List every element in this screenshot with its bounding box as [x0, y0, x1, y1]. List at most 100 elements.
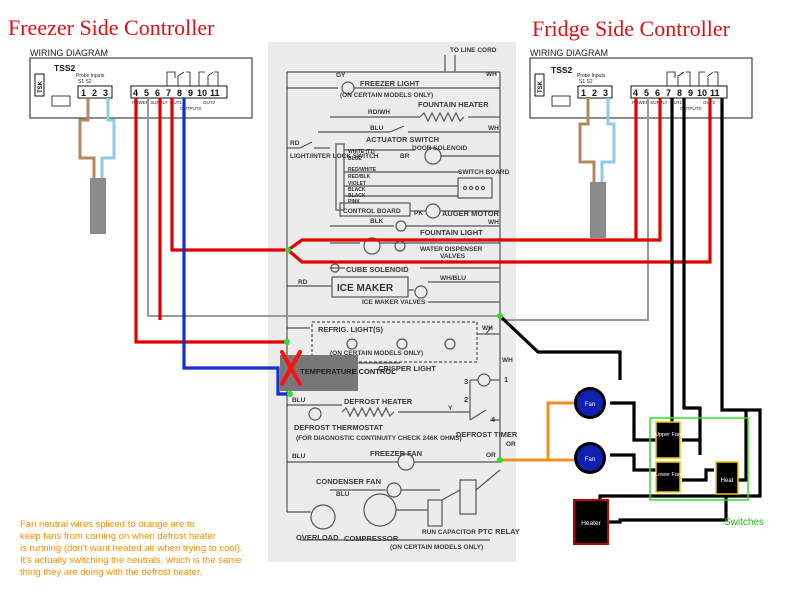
light-interlock-label: LIGHT/INTER LOCK SWITCH [290, 153, 379, 160]
fan-neutral-note: Fan neutral wires spliced to orange are … [20, 519, 243, 578]
fridge-probe [578, 98, 616, 238]
defrost-thermostat-label: DEFROST THERMOSTAT [294, 423, 383, 432]
orange-wires [500, 401, 574, 462]
freezer-light-note: (ON CERTAIN MODELS ONLY) [340, 92, 433, 99]
brand-logo: TSK [38, 80, 44, 93]
temperature-control-label: TEMPERATURE CONTROL [300, 367, 396, 376]
upper-fan-switch-label: Upper Fan [655, 432, 681, 438]
wire-code-wh-4: WH [482, 325, 493, 332]
probe-inputs-label: Probe Inputs [76, 73, 105, 79]
lower-fan-switch-label: Lower Fan [655, 472, 681, 478]
refrig-lights-note: (ON CERTAIN MODELS ONLY) [330, 350, 423, 357]
wire-code-wh-1: WH [486, 71, 497, 78]
probe-inputs-label: Probe Inputs [577, 73, 606, 79]
pin-8: 8 [177, 88, 182, 98]
black-wires [498, 98, 762, 524]
wire-code-or-2: OR [506, 441, 516, 448]
actuator-switch-label: ACTUATOR SWITCH [366, 135, 439, 144]
switches-enclosure [649, 417, 749, 501]
wire-code-pk: PK [414, 210, 423, 217]
heater: Heater [573, 499, 609, 545]
wire-code-blk-1: BLK [370, 218, 384, 225]
timer-pin-2: 2 [464, 395, 468, 404]
power-supply-label: POWER SUPPLY [132, 100, 168, 105]
fridge-controller-title: Fridge Side Controller [532, 16, 731, 41]
junction-dot [497, 457, 503, 463]
note-line-5: thing they are doing with the defrost he… [20, 567, 202, 578]
heater-label: Heater [581, 520, 601, 527]
wire-code-rd-1: RD [290, 140, 300, 147]
board-wire-4: RED/BLK [348, 174, 371, 180]
note-line-3: is running (don't want heated air when t… [20, 543, 243, 554]
red-wires [134, 98, 712, 344]
probe-pins-label: S1 S2 [579, 79, 593, 85]
wire-code-y: Y [448, 405, 453, 412]
refrig-lights-label: REFRIG. LIGHT(S) [318, 325, 383, 334]
removed-temperature-control-x [280, 350, 302, 386]
pin-8: 8 [677, 88, 682, 98]
freezer-controller: WIRING DIAGRAM TSS2 Probe Inputs S1 S2 T… [29, 48, 253, 119]
wire-code-blu-1: BLU [370, 125, 384, 132]
lower-fan-switch: Lower Fan [655, 461, 681, 493]
gray-neutral-wire [147, 98, 649, 321]
switches-label: Switches [724, 517, 764, 528]
switch-board-label: SWITCH BOARD [458, 169, 510, 176]
board-wire-5: VIOLET [348, 181, 366, 187]
line-cord-label: TO LINE CORD [450, 47, 497, 54]
junction-dot [287, 391, 293, 397]
compressor-note: (ON CERTAIN MODELS ONLY) [390, 544, 483, 551]
wire-code-wh-2: WH [488, 125, 499, 132]
junction-dot [284, 339, 290, 345]
pin-7: 7 [166, 88, 171, 98]
junction-dot [285, 247, 291, 253]
condenser-fan-label: CONDENSER FAN [316, 477, 381, 486]
wire-code-wh-5: WH [502, 357, 513, 364]
timer-pin-3: 3 [464, 377, 468, 386]
upper-fan-switch: Upper Fan [655, 421, 681, 459]
pin-11: 11 [710, 88, 720, 98]
fridge-controller: WIRING DIAGRAM TSS2 Probe Inputs S1 S2 T… [529, 48, 753, 119]
controller-model: TSS2 [551, 65, 573, 75]
note-line-2: keep fans from coming on when defrost he… [20, 531, 216, 542]
upper-fan: Fan [574, 387, 606, 419]
timer-pin-1: 1 [504, 375, 508, 384]
door-solenoid-label: DOOR SOLENOID [412, 145, 468, 152]
timer-pin-4: 4 [491, 415, 496, 424]
wire-code-blu-4: BLU [336, 491, 350, 498]
pin-3: 3 [103, 88, 108, 98]
pin-7: 7 [666, 88, 671, 98]
board-wire-3: RED/WHITE [348, 167, 377, 173]
outputs-label: OUTPUTS [180, 106, 202, 111]
ice-maker-label: ICE MAKER [337, 283, 394, 294]
wiring-diagram-label: WIRING DIAGRAM [30, 48, 108, 58]
wire-code-whblu: WH/BLU [440, 275, 466, 282]
wire-junctions [284, 247, 503, 463]
refrigerator-schematic: TEMPERATURE CONTROL TO LINE CORD FREEZER… [268, 42, 520, 562]
outputs-label: OUTPUTS [680, 106, 702, 111]
board-wire-1: WHITE (T1) [348, 149, 375, 155]
out2-label: OUT2 [203, 100, 215, 105]
out1-label: OUT1 [170, 100, 182, 105]
wire-code-br: BR [400, 153, 410, 160]
pin-1: 1 [581, 88, 586, 98]
out1-label: OUT1 [670, 100, 682, 105]
freezer-controller-title: Freezer Side Controller [8, 15, 215, 40]
wire-code-gy: GY [336, 72, 346, 79]
wire-code-blu-2: BLU [292, 397, 306, 404]
defrost-heater-label: DEFROST HEATER [344, 397, 413, 406]
probe-pins-label: S1 S2 [78, 79, 92, 85]
junction-dot [497, 313, 503, 319]
pin-11: 11 [210, 88, 220, 98]
fountain-heater-label: FOUNTAIN HEATER [418, 100, 489, 109]
wire-code-rd-2: RD [298, 279, 308, 286]
blue-wire [182, 98, 290, 396]
fountain-light-label: FOUNTAIN LIGHT [420, 228, 483, 237]
water-dispenser-label: WATER DISPENSER [420, 246, 483, 253]
overload-label: OVERLOAD [296, 533, 339, 542]
compressor-label: COMPRESSOR [344, 534, 399, 543]
heat-switch: Heat [715, 461, 739, 495]
pin-2: 2 [92, 88, 97, 98]
note-line-1: Fan neutral wires spliced to orange are … [20, 519, 195, 530]
wire-code-rdwh: RD/WH [368, 109, 390, 116]
